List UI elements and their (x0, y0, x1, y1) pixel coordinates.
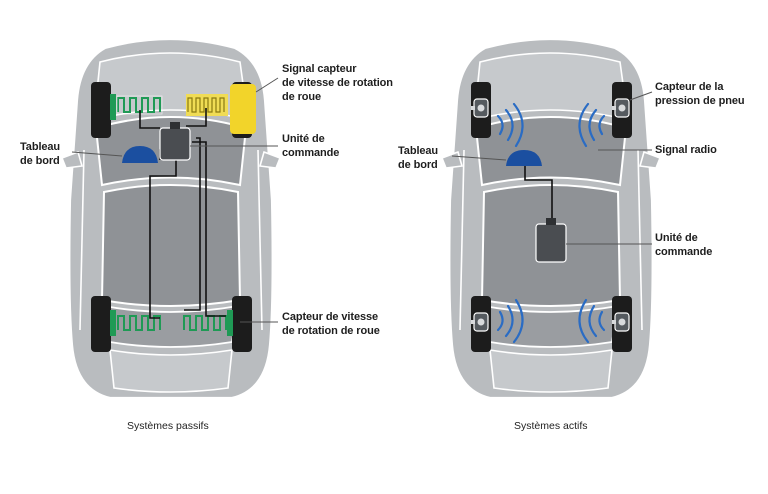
signal-wave-front-left (117, 97, 161, 113)
passive-tire-rear-left (91, 296, 111, 352)
active-caption: Systèmes actifs (514, 420, 588, 432)
passive-car (60, 37, 282, 400)
radio-waves (496, 102, 606, 344)
passive-sensor-label: Capteur de vitesse de rotation de roue (282, 311, 380, 337)
active-unit-label: Unité de commande (655, 232, 713, 258)
passive-tire-front-left (91, 82, 111, 138)
passive-signal-label: Signal capteur de vitesse de rotation de… (282, 63, 393, 103)
passive-sensor-rear-right (227, 310, 233, 336)
passive-sensor-rear-left (110, 310, 116, 336)
passive-control-unit (159, 127, 191, 161)
passive-wiring (139, 108, 226, 319)
tpms-sensor-rear-left (470, 312, 489, 332)
active-dashboard-label: Tableau de bord (398, 145, 439, 171)
active-control-unit (535, 223, 567, 263)
passive-sensor-front-left (110, 94, 116, 120)
signal-wave-rear-left (117, 315, 161, 331)
passive-dashboard (122, 146, 158, 163)
passive-caption: Systèmes passifs (127, 420, 209, 432)
tpms-sensor-front-left (470, 98, 489, 118)
tpms-sensor-rear-right (611, 312, 630, 332)
active-dashboard (506, 150, 542, 166)
signal-wave-rear-right (183, 315, 227, 331)
active-radio-label: Signal radio (655, 144, 717, 156)
tpms-sensor-front-right (611, 98, 630, 118)
wheel-highlight (230, 84, 256, 134)
active-wiring (524, 166, 553, 220)
passive-tire-rear-right (232, 296, 252, 352)
passive-unit-label: Unité de commande (282, 133, 340, 159)
passive-dashboard-label: Tableau de bord (20, 141, 61, 167)
active-pressure-label: Capteur de la pression de pneu (655, 81, 745, 107)
active-car (440, 37, 662, 400)
